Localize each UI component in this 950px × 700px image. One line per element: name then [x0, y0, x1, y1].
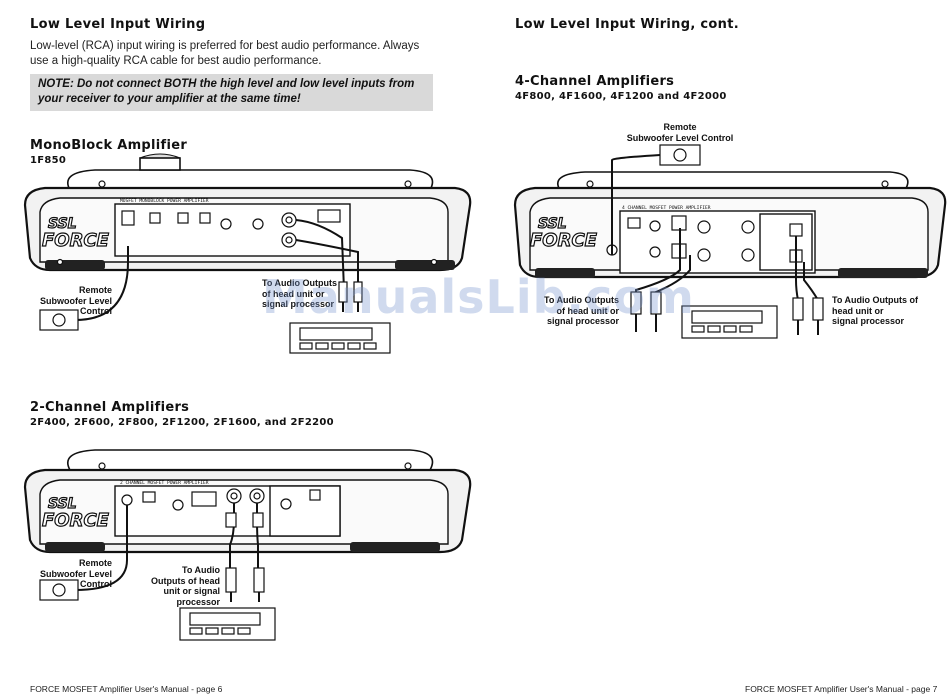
- left-footer: FORCE MOSFET Amplifier User's Manual - p…: [30, 684, 223, 694]
- intro-paragraph: Low-level (RCA) input wiring is preferre…: [30, 40, 420, 67]
- mono-models: 1F850: [30, 155, 67, 166]
- ssl-logo-text-4ch: SSL: [538, 216, 567, 232]
- mono-amplifier-diagram: SSL FORCE MOSFET MONOBLOCK POWER AMPLIFI…: [23, 153, 472, 354]
- four-ch-remote-label: Remote Subwoofer Level Control: [626, 122, 734, 143]
- two-ch-remote-label: Remote Subwoofer Level Control: [39, 558, 112, 589]
- left-page-title: Low Level Input Wiring: [30, 17, 206, 32]
- force-logo-text-2ch: FORCE: [42, 510, 110, 531]
- ssl-logo-text-2ch: SSL: [48, 496, 77, 512]
- mono-amp-title: MOSFET MONOBLOCK POWER AMPLIFIER: [120, 198, 209, 204]
- two-ch-models: 2F400, 2F600, 2F800, 2F1200, 2F1600, and…: [30, 417, 334, 428]
- mono-remote-label: Remote Subwoofer Level Control: [39, 285, 112, 316]
- two-ch-heading: 2-Channel Amplifiers: [30, 400, 190, 415]
- four-ch-heading: 4-Channel Amplifiers: [515, 74, 675, 89]
- mono-outputs-label: To Audio Outputs of head unit or signal …: [262, 278, 337, 309]
- force-logo-text-4ch: FORCE: [530, 230, 598, 251]
- force-logo-text: FORCE: [42, 230, 110, 251]
- right-page-title: Low Level Input Wiring, cont.: [515, 17, 739, 32]
- right-footer: FORCE MOSFET Amplifier User's Manual - p…: [745, 684, 938, 694]
- warning-note: NOTE: Do not connect BOTH the high level…: [30, 74, 433, 111]
- mono-heading: MonoBlock Amplifier: [30, 138, 188, 153]
- four-ch-amp-title: 4 CHANNEL MOSFET POWER AMPLIFIER: [622, 205, 711, 211]
- four-ch-outputs-right-label: To Audio Outputs of head unit or signal …: [832, 295, 918, 326]
- four-channel-amplifier-diagram: SSL FORCE 4 CHANNEL MOSFET POWER AMPLIFI…: [513, 144, 947, 339]
- two-ch-outputs-label: To Audio Outputs of head unit or signal …: [151, 565, 220, 607]
- ssl-logo-text: SSL: [48, 216, 77, 232]
- four-ch-models: 4F800, 4F1600, 4F1200 and 4F2000: [515, 91, 727, 102]
- two-channel-amplifier-diagram: SSL FORCE 2 CHANNEL MOSFET POWER AMPLIFI…: [23, 449, 472, 641]
- two-ch-amp-title: 2 CHANNEL MOSFET POWER AMPLIFIER: [120, 480, 209, 486]
- four-ch-outputs-left-label: To Audio Outputs of head unit or signal …: [544, 295, 619, 326]
